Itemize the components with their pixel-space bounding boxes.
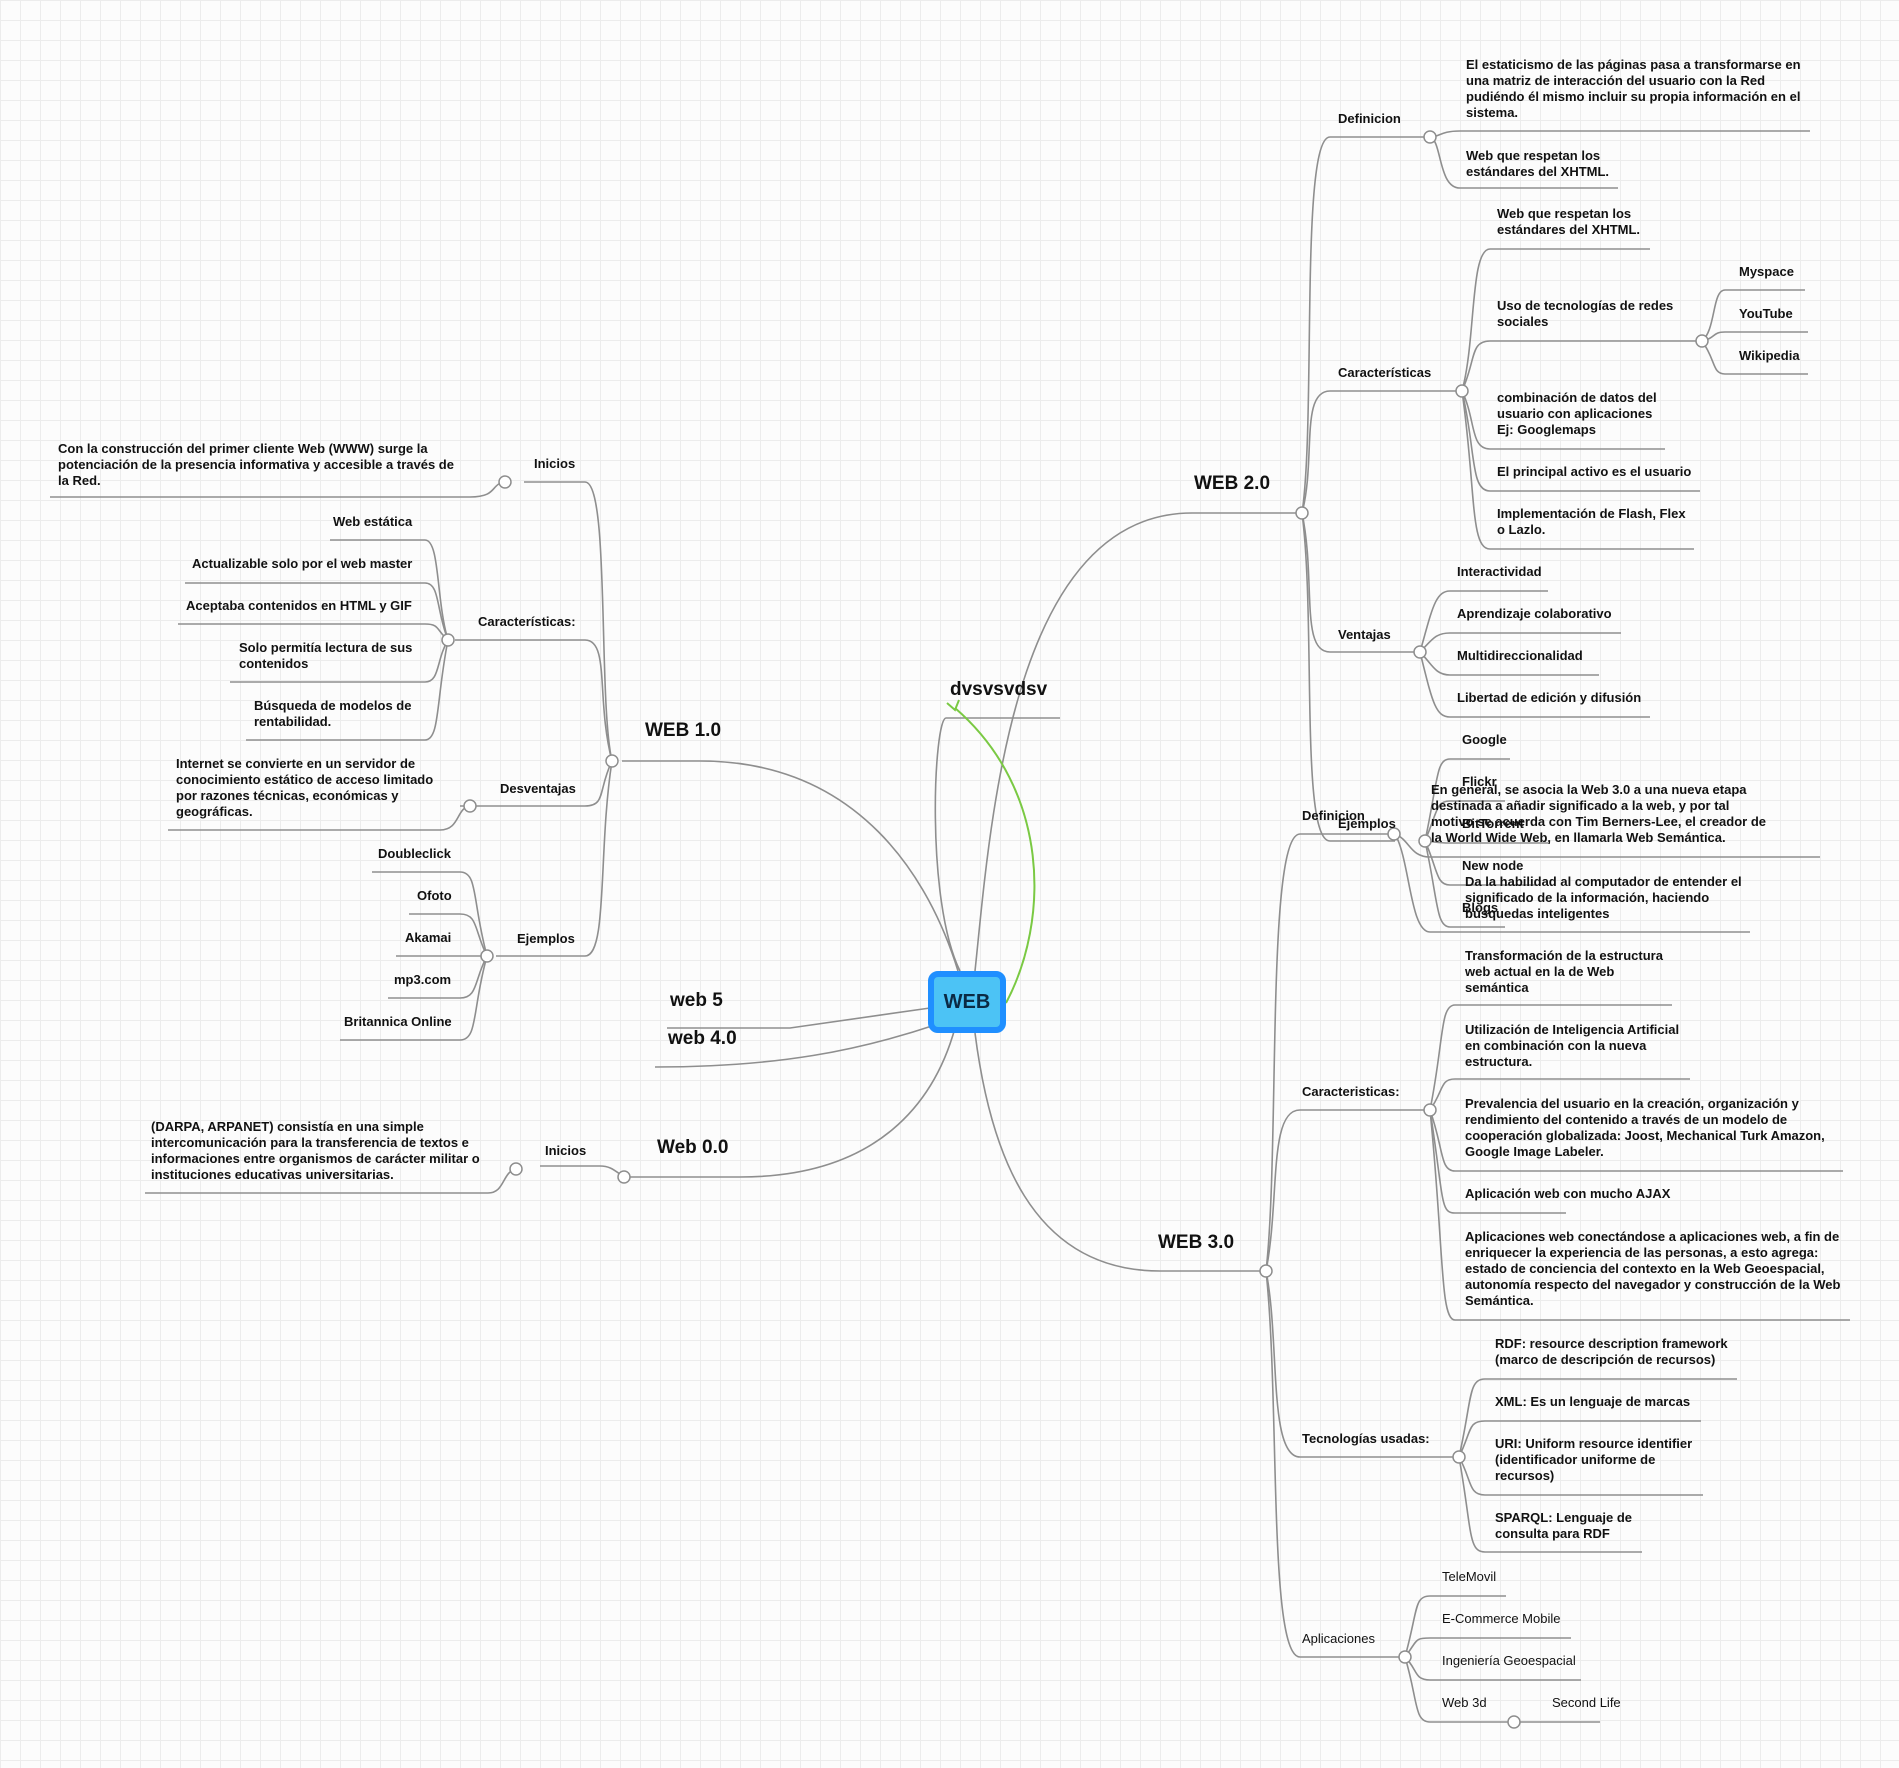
web2-ventaja-item[interactable]: Libertad de edición y difusión: [1457, 690, 1642, 705]
web2-ejemplo-item[interactable]: Blogs: [1462, 900, 1499, 915]
web3-web3d-child[interactable]: Second Life: [1552, 1695, 1621, 1710]
web3-definicion-item[interactable]: Da la habilidad al computador de entende…: [1465, 874, 1742, 921]
web1-ejemplo-item[interactable]: Akamai: [405, 930, 452, 945]
web3-caracteristica-item[interactable]: Aplicaciones web conectándose a aplicaci…: [1465, 1229, 1841, 1308]
web2-red-social-item[interactable]: YouTube: [1739, 306, 1793, 321]
arrow-note-topic[interactable]: dvsvsvdsv: [950, 679, 1048, 700]
web3-tecnologia-item[interactable]: SPARQL: Lenguaje de consulta para RDF: [1495, 1510, 1632, 1541]
web2-caracteristica-item[interactable]: El principal activo es el usuario: [1497, 464, 1692, 479]
web3-tecnologias[interactable]: Tecnologías usadas:: [1302, 1431, 1430, 1446]
web2-caracteristica-item[interactable]: Uso de tecnologías de redes sociales: [1497, 298, 1674, 329]
web2-definicion-item[interactable]: Web que respetan los estándares del XHTM…: [1466, 148, 1610, 179]
web2-ventajas[interactable]: Ventajas: [1338, 627, 1391, 642]
web3-aplicacion-item[interactable]: Web 3d: [1442, 1695, 1487, 1710]
web2-caracteristica-item[interactable]: combinación de datos del usuario con apl…: [1497, 390, 1657, 437]
web0-topic[interactable]: Web 0.0: [657, 1137, 729, 1158]
web1-desventajas[interactable]: Desventajas: [500, 781, 576, 796]
web3-definicion-item[interactable]: En general, se asocia la Web 3.0 a una n…: [1431, 782, 1766, 845]
web2-red-social-item[interactable]: Myspace: [1739, 264, 1794, 279]
web3-tecnologia-item[interactable]: URI: Uniform resource identifier (identi…: [1495, 1436, 1693, 1483]
web3-caracteristicas[interactable]: Caracteristicas:: [1302, 1084, 1400, 1099]
web2-caracteristicas[interactable]: Características: [1338, 365, 1432, 380]
web1-topic[interactable]: WEB 1.0: [645, 720, 722, 741]
web5-topic[interactable]: web 5: [670, 990, 723, 1011]
web2-ventaja-item[interactable]: Aprendizaje colaborativo: [1457, 606, 1612, 621]
web1-inicios-text[interactable]: Con la construcción del primer cliente W…: [58, 441, 454, 488]
web1-ejemplo-item[interactable]: mp3.com: [394, 972, 452, 987]
web2-ventaja-item[interactable]: Interactividad: [1457, 564, 1542, 579]
web2-ejemplo-item[interactable]: New node: [1462, 858, 1524, 873]
web2-ejemplo-item[interactable]: Flickr: [1462, 774, 1497, 789]
web1-caracteristica-item[interactable]: Web estática: [333, 514, 413, 529]
web1-desventajas-text[interactable]: Internet se convierte en un servidor de …: [176, 756, 434, 819]
root-topic[interactable]: WEB: [928, 971, 1006, 1033]
web1-caracteristica-item[interactable]: Búsqueda de modelos de rentabilidad.: [254, 698, 412, 729]
web3-topic[interactable]: WEB 3.0: [1158, 1232, 1235, 1253]
web1-inicios[interactable]: Inicios: [534, 456, 576, 471]
web2-definicion[interactable]: Definicion: [1338, 111, 1401, 126]
web3-definicion[interactable]: Definicion: [1302, 808, 1365, 823]
web3-aplicacion-item[interactable]: Ingeniería Geoespacial: [1442, 1653, 1576, 1668]
web3-tecnologia-item[interactable]: RDF: resource description framework (mar…: [1495, 1336, 1728, 1367]
web3-aplicaciones[interactable]: Aplicaciones: [1302, 1631, 1375, 1646]
web1-caracteristica-item[interactable]: Actualizable solo por el web master: [192, 556, 413, 571]
web2-ejemplo-item[interactable]: Google: [1462, 732, 1507, 747]
web3-caracteristica-item[interactable]: Utilización de Inteligencia Artificial e…: [1465, 1022, 1680, 1069]
web3-tecnologia-item[interactable]: XML: Es un lenguaje de marcas: [1495, 1394, 1691, 1409]
web1-ejemplo-item[interactable]: Doubleclick: [378, 846, 451, 861]
web2-caracteristica-item[interactable]: Web que respetan los estándares del XHTM…: [1497, 206, 1641, 237]
web2-topic[interactable]: WEB 2.0: [1194, 473, 1271, 494]
web2-ejemplo-item[interactable]: BitTorrent: [1462, 816, 1524, 831]
web2-ejemplos[interactable]: Ejemplos: [1338, 816, 1396, 831]
root-topic-label: WEB: [943, 990, 991, 1013]
web1-ejemplo-item[interactable]: Britannica Online: [344, 1014, 452, 1029]
web3-caracteristica-item[interactable]: Prevalencia del usuario en la creación, …: [1465, 1096, 1825, 1159]
web3-aplicacion-item[interactable]: E-Commerce Mobile: [1442, 1611, 1561, 1626]
web1-ejemplos[interactable]: Ejemplos: [517, 931, 575, 946]
web1-ejemplo-item[interactable]: Ofoto: [417, 888, 452, 903]
web2-caracteristica-item[interactable]: Implementación de Flash, Flex o Lazlo.: [1497, 506, 1686, 537]
web2-red-social-item[interactable]: Wikipedia: [1739, 348, 1800, 363]
web3-caracteristica-item[interactable]: Aplicación web con mucho AJAX: [1465, 1186, 1671, 1201]
web1-caracteristicas[interactable]: Características:: [478, 614, 576, 629]
web1-caracteristica-item[interactable]: Solo permitía lectura de sus contenidos: [239, 640, 413, 671]
web2-definicion-item[interactable]: El estaticismo de las páginas pasa a tra…: [1466, 57, 1801, 120]
web0-inicios-text[interactable]: (DARPA, ARPANET) consistía en una simple…: [151, 1119, 480, 1182]
web3-aplicacion-item[interactable]: TeleMovil: [1442, 1569, 1497, 1584]
web0-inicios[interactable]: Inicios: [545, 1143, 587, 1158]
web1-caracteristica-item[interactable]: Aceptaba contenidos en HTML y GIF: [186, 598, 412, 613]
web2-ventaja-item[interactable]: Multidireccionalidad: [1457, 648, 1583, 663]
web3-caracteristica-item[interactable]: Transformación de la estructura web actu…: [1465, 948, 1663, 995]
web4-topic[interactable]: web 4.0: [668, 1028, 737, 1049]
